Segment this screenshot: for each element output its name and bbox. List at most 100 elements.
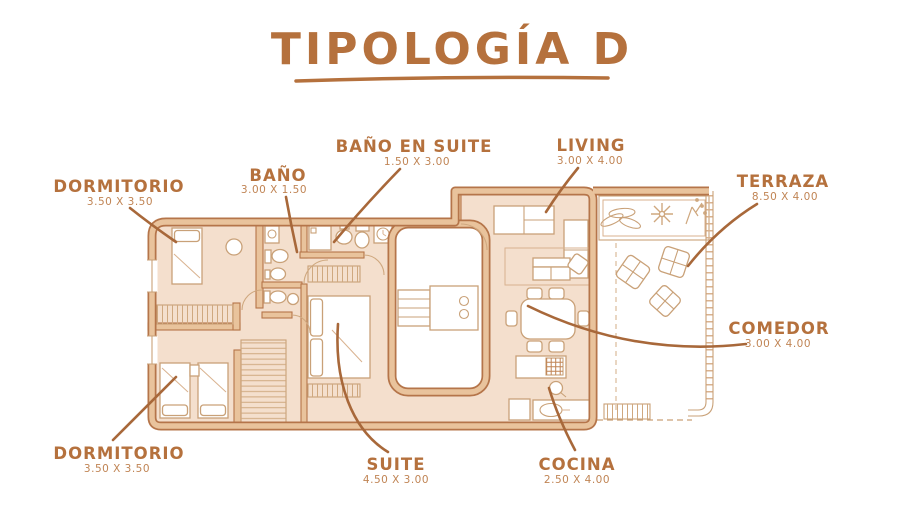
room-label-terraza: TERRAZA 8.50 X 4.00 <box>737 172 829 203</box>
outer-walls <box>147 186 709 431</box>
doormat <box>603 403 651 420</box>
chair <box>505 310 518 327</box>
shower <box>308 225 332 251</box>
room-label-suite: SUITE 4.50 X 3.00 <box>363 455 429 486</box>
plant-flower <box>651 203 673 225</box>
terrace-railing <box>688 191 714 417</box>
sofa <box>532 257 571 281</box>
leader-lines <box>111 166 759 454</box>
leader-living <box>544 166 580 214</box>
wc-fixtures <box>263 290 300 306</box>
room-label-dormitorio-2: DORMITORIO 3.50 X 3.50 <box>53 444 184 475</box>
bidet <box>269 267 287 281</box>
leader-dormitorio-2 <box>111 375 178 442</box>
chair <box>548 287 565 300</box>
room-name: BAÑO EN SUITE <box>336 137 493 156</box>
wall-suite-left <box>300 283 308 427</box>
pillow <box>161 404 189 417</box>
room-label-living: LIVING 3.00 X 4.00 <box>557 136 625 167</box>
leader-bano-en-suite <box>332 167 402 244</box>
terrace-pouf <box>615 254 651 290</box>
room-dims: 2.50 X 4.00 <box>544 474 610 486</box>
room-label-bano-en-suite: BAÑO EN SUITE 1.50 X 3.00 <box>336 137 493 168</box>
plant-sprigs <box>685 198 707 225</box>
toilet-tank <box>263 290 271 304</box>
wall-stairs-left <box>233 349 242 429</box>
window <box>146 259 158 293</box>
chair <box>225 238 243 256</box>
leader-bano <box>284 195 299 254</box>
bedroom2-furniture <box>159 362 229 419</box>
pillow <box>309 298 324 337</box>
room-dims: 3.00 X 4.00 <box>557 155 623 167</box>
door-arcs <box>241 223 488 334</box>
windows <box>146 259 158 365</box>
room-name: SUITE <box>367 455 426 474</box>
round-sink <box>286 292 300 306</box>
room-name: TERRAZA <box>737 172 829 191</box>
terrace <box>597 191 714 421</box>
toilet <box>271 248 289 264</box>
room-dims: 8.50 X 4.00 <box>752 191 818 203</box>
toilet <box>269 290 287 304</box>
leader-comedor <box>526 304 748 348</box>
wall-wc-bottom <box>261 311 293 319</box>
dining-table <box>520 298 576 340</box>
bedroom1-furniture <box>171 227 243 285</box>
room-dims: 3.00 X 4.00 <box>745 338 811 350</box>
room-name: DORMITORIO <box>53 177 184 196</box>
room-label-dormitorio-1: DORMITORIO 3.50 X 3.50 <box>53 177 184 208</box>
room-dims: 4.50 X 3.00 <box>363 474 429 486</box>
plant-leaves <box>600 207 641 229</box>
leader-terraza <box>686 202 759 268</box>
room-name: COCINA <box>539 455 616 474</box>
chair <box>526 287 543 300</box>
suite-closet <box>307 383 361 398</box>
stairs <box>240 339 287 427</box>
wardrobe <box>156 304 234 325</box>
pillow <box>199 404 227 417</box>
wall-closet-stub <box>232 302 241 331</box>
leader-suite <box>336 322 390 454</box>
ensuite-fixtures <box>308 224 393 251</box>
room-dims: 1.50 X 3.00 <box>384 156 450 168</box>
nightstand <box>189 364 200 377</box>
room-labels: DORMITORIO 3.50 X 3.50 BAÑO 3.00 X 1.50 … <box>53 136 829 486</box>
title-underline <box>294 75 610 83</box>
cooktop <box>545 357 564 376</box>
plan-title: TIPOLOGÍA D <box>271 22 633 75</box>
room-name: COMEDOR <box>728 319 829 338</box>
room-label-bano: BAÑO 3.00 X 1.50 <box>241 166 307 196</box>
planter-box <box>598 195 710 241</box>
chair <box>526 340 543 353</box>
sink <box>264 225 280 244</box>
room-label-comedor: COMEDOR 3.00 X 4.00 <box>728 319 829 350</box>
room-dims: 3.50 X 3.50 <box>87 196 153 208</box>
leader-cocina <box>547 386 577 452</box>
toilet-tank <box>264 249 272 264</box>
wall-ensuite-suite <box>299 251 365 259</box>
room-name: DORMITORIO <box>53 444 184 463</box>
patio-void <box>387 219 491 397</box>
toilet <box>354 231 370 249</box>
living-furniture <box>493 205 592 286</box>
room-dims: 3.00 X 1.50 <box>241 184 307 196</box>
patio-counter <box>397 285 479 331</box>
terrace-pouf <box>658 246 690 278</box>
cabinet <box>508 398 531 421</box>
bathroom-fixtures <box>264 225 289 281</box>
terrace-pouf <box>649 285 681 317</box>
armchair <box>567 253 589 275</box>
leader-dormitorio-1 <box>128 206 178 244</box>
kitchen-furniture <box>508 355 594 421</box>
room-name: BAÑO <box>249 166 306 185</box>
chair <box>577 310 590 327</box>
counter <box>429 285 479 331</box>
pillow <box>173 229 201 243</box>
wall-bedroom1-bath <box>255 221 264 309</box>
room-dims: 3.50 X 3.50 <box>84 463 150 475</box>
room-label-cocina: COCINA 2.50 X 4.00 <box>539 455 616 486</box>
wall-wc-top <box>261 281 303 289</box>
